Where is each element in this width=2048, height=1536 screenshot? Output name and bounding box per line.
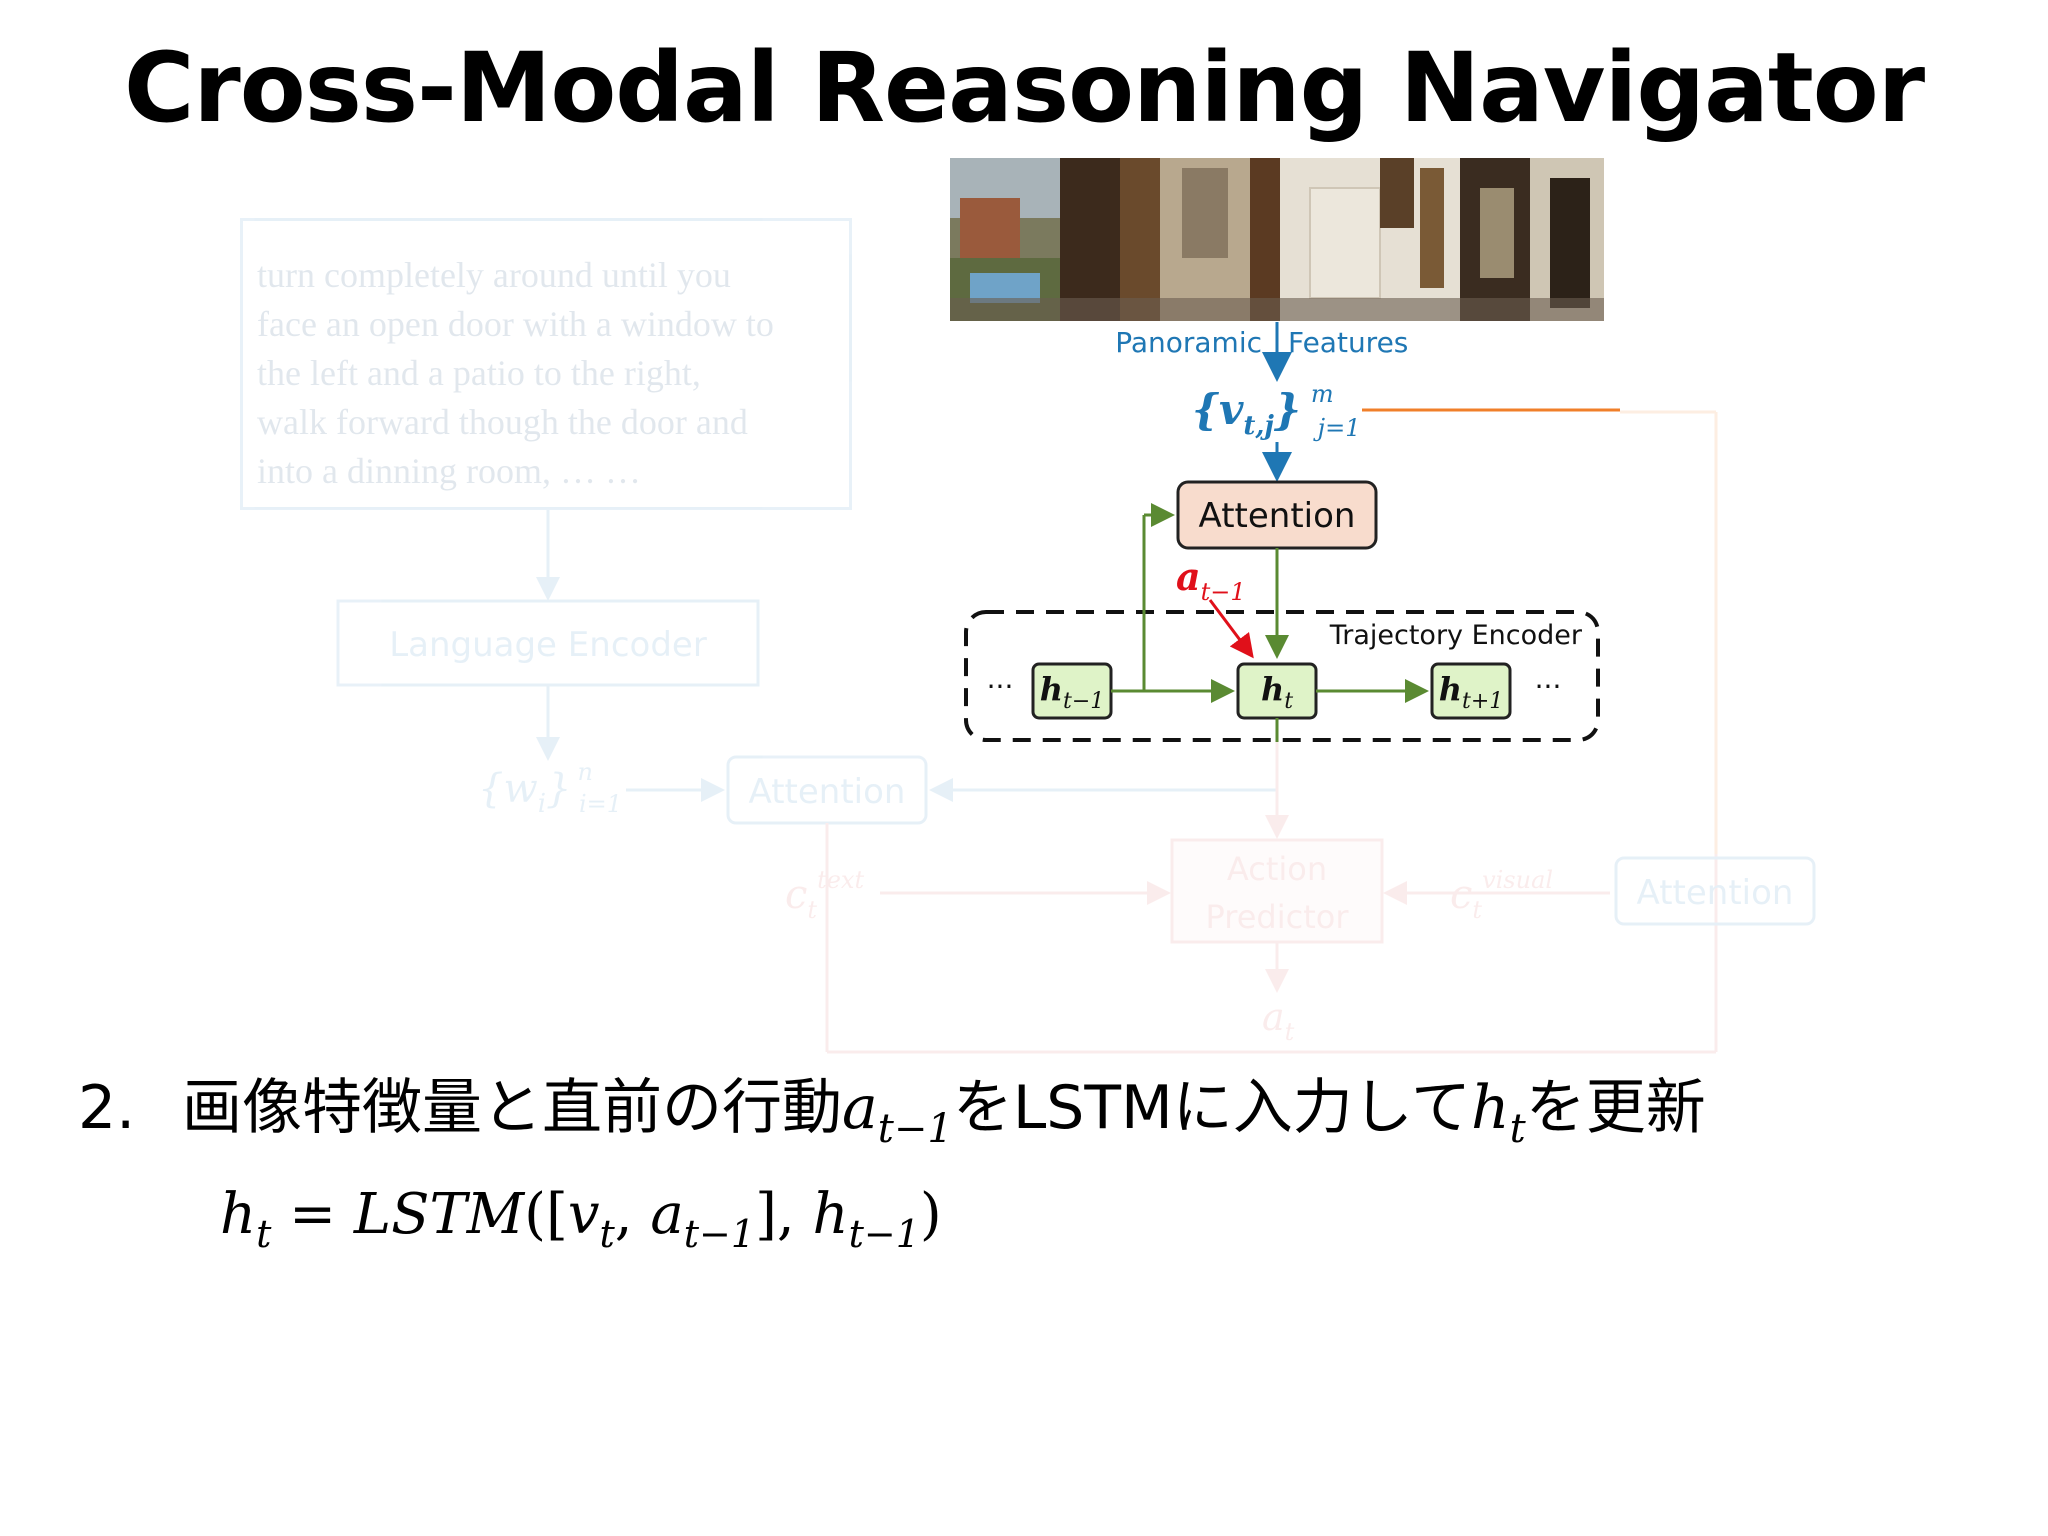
- bullet-item: 2. 画像特徴量と直前の行動at−1をLSTMに入力してhtを更新: [78, 1066, 1706, 1171]
- ellipsis-right: ···: [1535, 670, 1562, 703]
- panorama-image: [950, 158, 1604, 321]
- bullet-math-hidden: ht: [1470, 1073, 1526, 1152]
- text-attention-label: Attention: [749, 772, 906, 812]
- language-encoder-box: [336, 599, 760, 687]
- visual-attention-label: Attention: [1199, 496, 1356, 536]
- action-predictor-label-2: Predictor: [1206, 898, 1350, 936]
- prev-action-label: at−1: [1176, 554, 1246, 606]
- trajectory-encoder-box: [964, 610, 1600, 742]
- bullet-text-3: を更新: [1525, 1073, 1706, 1143]
- trajectory-encoder-label: Trajectory Encoder: [1329, 620, 1583, 651]
- bullet-text-2: をLSTMに入力して: [952, 1073, 1471, 1143]
- h-curr-label: ht: [1261, 670, 1293, 714]
- lstm-equation: ht = LSTM([vt, at−1], ht−1): [220, 1182, 942, 1256]
- language-encoder-label: Language Encoder: [389, 625, 707, 665]
- action-output-label: at: [1262, 995, 1295, 1046]
- action-predictor-box: [1170, 838, 1384, 944]
- bullet-math-prev-action: at−1: [842, 1073, 953, 1152]
- h-next-label: ht+1: [1439, 670, 1504, 714]
- features-label: Features: [1288, 326, 1408, 359]
- right-attention-label: Attention: [1637, 873, 1794, 913]
- text-attention-box: [726, 755, 928, 825]
- panoramic-label: Panoramic: [1115, 326, 1262, 359]
- h-prev-label: ht−1: [1040, 670, 1105, 714]
- h-next-node: [1430, 662, 1512, 720]
- right-attention-box: [1614, 856, 1816, 926]
- c-text-label: cttext: [785, 866, 864, 924]
- action-predictor-label-1: Action: [1227, 850, 1327, 888]
- bullet-text-1: 画像特徴量と直前の行動: [182, 1073, 842, 1143]
- bullet-number: 2.: [78, 1073, 136, 1143]
- panorama-illustration: [950, 158, 1604, 321]
- c-visual-label: ctvisual: [1450, 866, 1553, 924]
- instruction-text-box: turn completely around until you face an…: [240, 218, 852, 510]
- ellipsis-left: ···: [987, 670, 1014, 703]
- slide-title: Cross-Modal Reasoning Navigator: [123, 32, 1925, 144]
